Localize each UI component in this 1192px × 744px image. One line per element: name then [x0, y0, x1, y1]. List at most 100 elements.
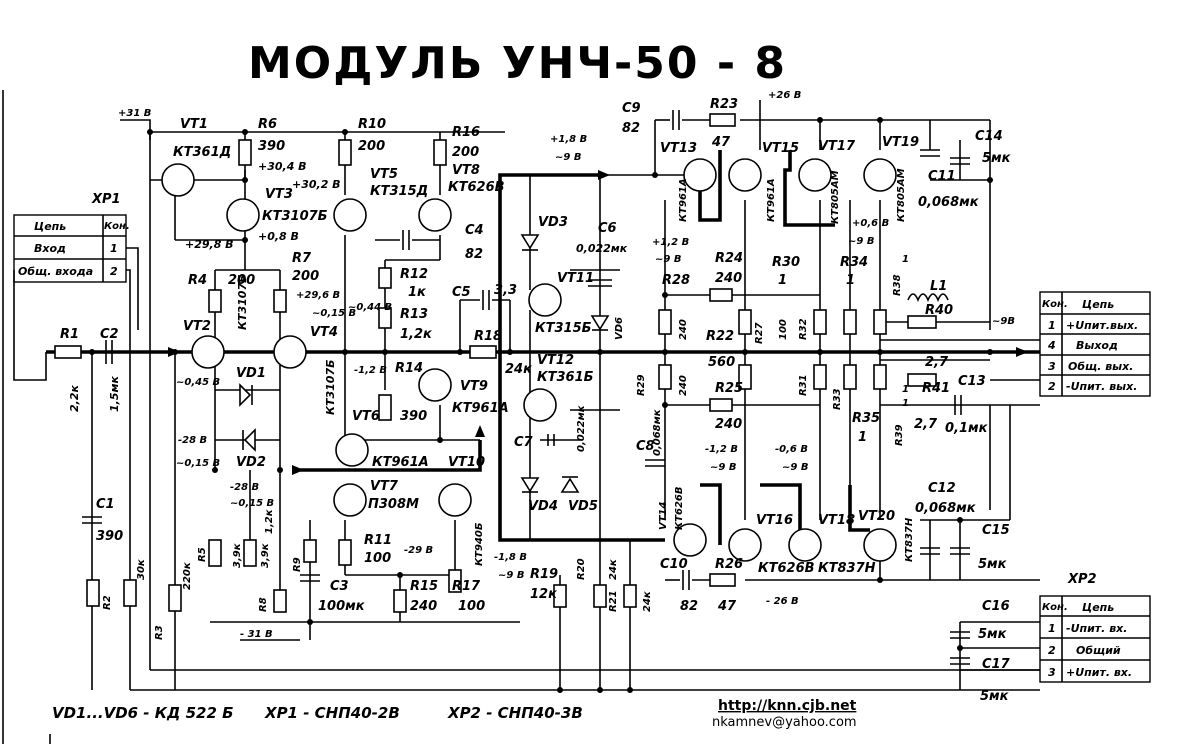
resistor-r16: [433, 139, 447, 166]
label-v9b: ~9 В: [848, 236, 874, 247]
resistor-r20: [593, 584, 607, 608]
label-kt361b: КТ361Б: [537, 370, 594, 385]
label-kt315b: КТ315Б: [535, 321, 592, 336]
capacitor-c1: [82, 516, 102, 524]
label-c15: C15: [982, 523, 1010, 538]
resistor-r40: [907, 315, 937, 329]
label-v12c: -1,2 В: [705, 444, 738, 455]
label-r3v: 220к: [182, 562, 193, 590]
label-v9e: ~9 В: [710, 462, 736, 473]
label-l1: L1: [930, 279, 947, 294]
resistor-r28: [658, 309, 672, 335]
transistor-vt6: [335, 433, 369, 467]
label-r18v: 24к: [505, 362, 533, 377]
label-kt805am: КТ805АМ: [830, 170, 841, 224]
xp2-row2-pin: 2: [1048, 644, 1056, 657]
resistor-r14: [378, 394, 392, 421]
label-v06b: -0,6 В: [775, 444, 808, 455]
xp1-row-common-pin: 2: [110, 265, 118, 278]
label-r30v: 1: [778, 273, 787, 288]
label-kt626v: КТ626В: [448, 180, 505, 195]
label-r38: R38: [892, 274, 903, 296]
label-r20: R20: [576, 558, 587, 580]
label-kt961a: КТ961А: [452, 401, 509, 416]
transistor-vt19: [863, 158, 897, 192]
label-vd6: VD6: [614, 317, 625, 340]
label-c8: C8: [636, 439, 655, 454]
xp2-header-pin: Кон.: [1042, 602, 1068, 613]
label-r41: R41: [922, 381, 950, 396]
footer-url-link[interactable]: http://knn.cjb.net: [718, 698, 857, 714]
label-r1v: 2,2к: [68, 385, 81, 412]
label-vt17: VT17: [818, 139, 856, 154]
label-r11v: 100: [364, 551, 391, 566]
label-c15v: 5мк: [978, 557, 1008, 572]
label-r27: R27: [754, 322, 765, 344]
label-c11v: 0,068мк: [918, 195, 980, 210]
transistor-vt13: [683, 158, 717, 192]
label-c7v: 0,022мк: [576, 405, 587, 452]
label-v26: +26 В: [768, 90, 801, 101]
resistor-r26: [709, 573, 736, 587]
label-c17v: 5мк: [980, 689, 1010, 704]
label-r26v: 47: [717, 599, 737, 614]
transistor-vt5: [333, 198, 367, 232]
label-r30: R30: [772, 255, 800, 270]
label-kt3107b2: КТ3107Б: [236, 275, 249, 331]
diode-vd4: [520, 477, 540, 493]
label-r19v: 12к: [530, 587, 558, 602]
label-r21v: 24к: [642, 591, 653, 612]
label-v12: -1,2 В: [354, 365, 387, 376]
label-v29: -29 В: [404, 545, 433, 556]
label-r10v: 200: [358, 139, 385, 154]
label-v9: ~9 В: [555, 152, 581, 163]
resistor-r27: [738, 364, 752, 390]
label-r22: R22: [706, 329, 734, 344]
capacitor-c5: [482, 290, 490, 310]
xp1-row-input-name: Вход: [34, 242, 66, 255]
label-v06: +0,6 В: [852, 218, 889, 229]
label-c13: C13: [958, 374, 986, 389]
label-r28: R28: [662, 273, 690, 288]
label-vd2: VD2: [236, 455, 266, 470]
capacitor-c7: [547, 434, 555, 446]
label-r11: R11: [364, 533, 392, 548]
resistor-r25: [709, 398, 733, 412]
capacitor-c9: [672, 110, 680, 130]
xout-header-pin: Кон.: [1042, 299, 1068, 310]
label-r5v: 3,9к: [232, 543, 243, 568]
label-c2v: 1,5мк: [108, 376, 121, 412]
label-vt13: VT13: [660, 141, 697, 156]
label-r15v: 240: [410, 599, 437, 614]
label-r22v: 560: [708, 355, 735, 370]
diode-vd3: [520, 234, 540, 251]
xp1-table: XP1 Цепь Кон. Вход 1 Общ. входа 2: [13, 192, 130, 283]
label-c3v: 100мк: [318, 599, 366, 614]
label-v26b: - 26 В: [766, 596, 799, 607]
resistor-r3: [168, 584, 182, 612]
label-r14v: 390: [400, 409, 427, 424]
xp1-row-input-pin: 1: [110, 242, 118, 255]
label-v9g: ~9 В: [498, 570, 524, 581]
resistor-r2: [86, 579, 100, 607]
label-c13v: 0,1мк: [945, 421, 989, 436]
label-c17: C17: [982, 657, 1011, 672]
capacitor-c15: [950, 547, 970, 555]
junctions: [89, 117, 993, 693]
label-vt2: VT2: [183, 319, 211, 334]
label-r7v: 200: [292, 269, 319, 284]
label-vt9: VT9: [460, 379, 488, 394]
label-r13v: 1,2к: [400, 327, 433, 342]
label-v045: ~0,45 В: [176, 377, 220, 388]
label-c1v: 390: [96, 529, 123, 544]
xp2-row1-name: -Uпит. вх.: [1066, 622, 1127, 635]
capacitor-c2: [105, 340, 113, 364]
label-r20v: 24к: [608, 559, 619, 580]
label-v015b: ~0,15 В: [176, 458, 220, 469]
transistor-vt2: [191, 335, 225, 369]
xp2-row2-name: Общий: [1076, 644, 1121, 657]
label-r23: R23: [710, 97, 738, 112]
footer-diodes: VD1...VD6 - КД 522 Б: [52, 704, 234, 722]
resistor-r5b: [243, 539, 257, 567]
label-r31: R31: [798, 374, 809, 396]
